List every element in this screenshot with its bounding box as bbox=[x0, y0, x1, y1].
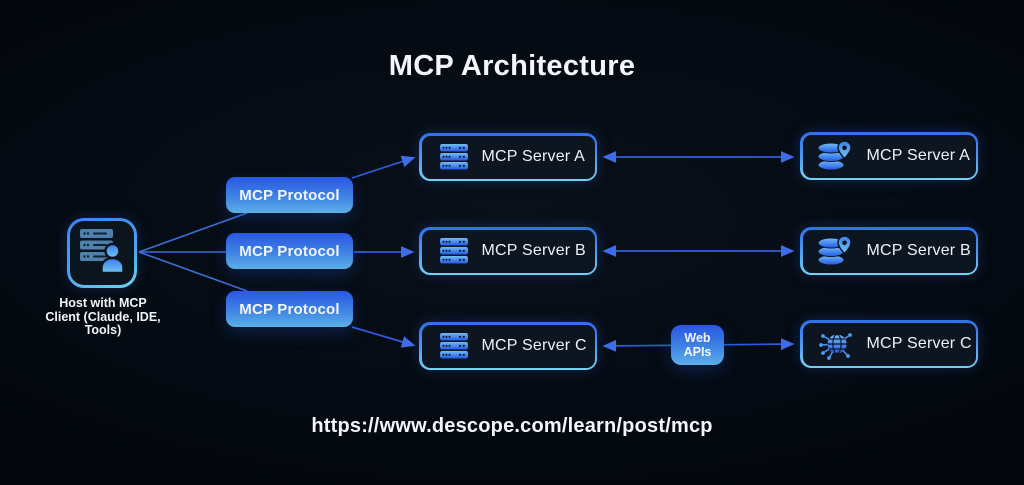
server-to-server-arrows bbox=[602, 151, 795, 352]
server-rack-icon bbox=[439, 237, 469, 265]
server-label: MCP Server C bbox=[866, 335, 972, 352]
source-url: https://www.descope.com/learn/post/mcp bbox=[311, 415, 713, 437]
server-user-icon bbox=[79, 227, 125, 279]
server-rack-icon bbox=[439, 332, 469, 360]
server-label: MCP Server C bbox=[481, 337, 587, 354]
mcp-server-b-middle: MCP Server B bbox=[419, 227, 597, 275]
mcp-server-c-right: MCP Server C bbox=[800, 320, 978, 368]
mcp-server-b-right: MCP Server B bbox=[800, 227, 978, 275]
web-apis-label: Web APIs bbox=[683, 331, 712, 359]
server-label: MCP Server A bbox=[866, 147, 970, 164]
database-pin-icon bbox=[816, 234, 854, 268]
server-label: MCP Server B bbox=[481, 242, 586, 259]
globe-network-icon bbox=[817, 326, 854, 363]
mcp-protocol-button-3: MCP Protocol bbox=[226, 291, 353, 327]
mcp-protocol-label: MCP Protocol bbox=[239, 242, 340, 260]
mcp-protocol-label: MCP Protocol bbox=[239, 300, 340, 318]
protocol-to-server-arrows bbox=[351, 155, 416, 348]
mcp-protocol-label: MCP Protocol bbox=[239, 186, 340, 204]
server-label: MCP Server A bbox=[481, 148, 585, 165]
server-rack-icon bbox=[439, 143, 469, 171]
mcp-server-a-middle: MCP Server A bbox=[419, 133, 597, 181]
mcp-protocol-button-2: MCP Protocol bbox=[226, 233, 353, 269]
web-apis-node: Web APIs bbox=[671, 325, 724, 365]
mcp-server-c-middle: MCP Server C bbox=[419, 322, 597, 370]
mcp-server-a-right: MCP Server A bbox=[800, 132, 978, 180]
server-label: MCP Server B bbox=[866, 242, 971, 259]
mcp-protocol-button-1: MCP Protocol bbox=[226, 177, 353, 213]
host-node bbox=[67, 218, 137, 288]
page-title: MCP Architecture bbox=[388, 50, 636, 82]
host-fanout-lines bbox=[138, 212, 248, 292]
host-label: Host with MCP Client (Claude, IDE, Tools… bbox=[45, 296, 161, 337]
database-pin-icon bbox=[816, 139, 854, 173]
